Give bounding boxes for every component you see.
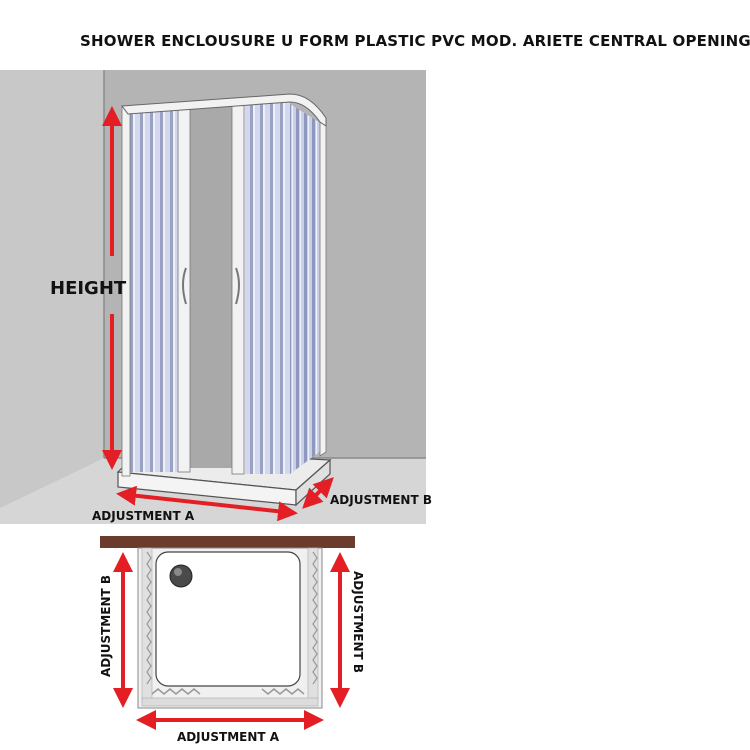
shower-interior <box>190 104 234 468</box>
wall-bar <box>100 536 355 548</box>
top-view-plan: ADJUSTMENT B ADJUSTMENT B ADJUSTMENT A <box>99 536 365 744</box>
side-panel <box>290 104 322 474</box>
page-title: SHOWER ENCLOUSURE U FORM PLASTIC PVC MOD… <box>80 32 750 50</box>
adjustment-b-label-right: ADJUSTMENT B <box>351 571 365 673</box>
door-handle-icon <box>235 267 240 305</box>
top-frame <box>121 93 327 127</box>
adjustment-a-arrow-room <box>116 485 298 522</box>
adjustment-b-arrow-room <box>302 477 334 509</box>
shower-tray-top <box>155 551 301 687</box>
adjustment-b-label-left: ADJUSTMENT B <box>99 575 113 677</box>
drain-icon <box>169 564 193 588</box>
adjustment-a-label-plan: ADJUSTMENT A <box>177 730 280 744</box>
adjustment-b-label-room: ADJUSTMENT B <box>330 493 432 507</box>
adjustment-a-label-room: ADJUSTMENT A <box>92 509 195 523</box>
room-illustration: HEIGHT ADJUSTMENT A ADJUSTMENT B <box>0 70 432 524</box>
left-door-panel <box>128 108 180 472</box>
height-label: HEIGHT <box>50 278 127 299</box>
door-handle-icon <box>182 267 187 305</box>
left-wall <box>0 70 104 508</box>
